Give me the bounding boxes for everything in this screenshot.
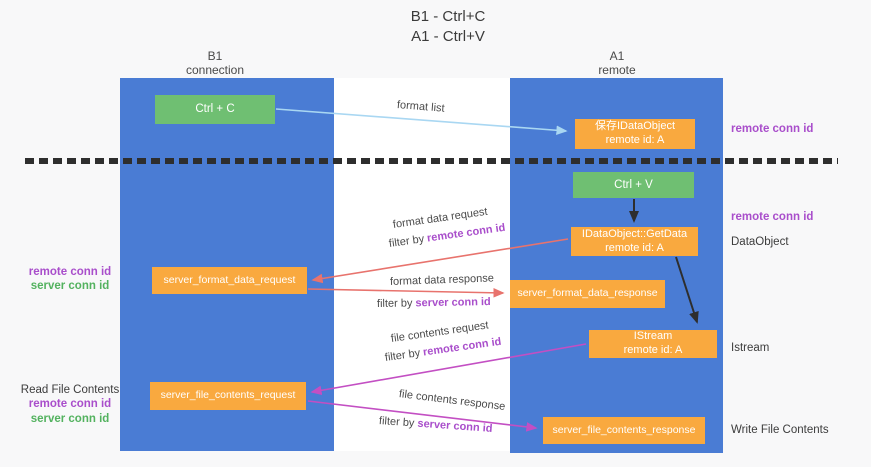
server-file-contents-request-label: server_file_contents_request — [160, 389, 296, 402]
save-idataobject-step: 保存IDataObject remote id: A — [575, 119, 695, 149]
title-line-1: B1 - Ctrl+C — [410, 8, 486, 25]
getdata-line2: remote id: A — [605, 241, 664, 254]
getdata-line1: IDataObject::GetData — [581, 227, 688, 240]
ctrl-c-step: Ctrl + C — [155, 95, 275, 124]
diagram-title: B1 - Ctrl+C A1 - Ctrl+V — [298, 7, 598, 48]
server-conn-id-text: server conn id — [415, 296, 491, 310]
format-data-response-filter-label: filter by server conn id — [377, 296, 491, 310]
save-idataobject-line1: 保存IDataObject — [594, 120, 676, 133]
column-b1-name: B1 — [207, 49, 223, 63]
server-file-contents-request-box: server_file_contents_request — [150, 382, 306, 410]
format-data-request-arrow — [311, 238, 569, 284]
remote-conn-id-annotation: remote conn id — [28, 266, 112, 278]
column-a1-subtitle: remote — [598, 62, 636, 77]
left-conn-id-group-bottom: Read File Contents remote conn id server… — [10, 383, 130, 426]
middle-band — [334, 78, 510, 451]
filter-by-text: filter by — [376, 297, 416, 310]
ctrl-v-label: Ctrl + V — [614, 178, 653, 191]
server-file-contents-response-label: server_file_contents_response — [552, 423, 696, 436]
ctrl-c-label: Ctrl + C — [195, 103, 235, 116]
istream-line1: IStream — [633, 330, 673, 343]
column-header-a1: A1 remote — [567, 49, 667, 78]
server-conn-id-annotation: server conn id — [30, 280, 110, 293]
server-conn-id-annotation: server conn id — [30, 412, 110, 425]
server-format-data-response-label: server_format_data_response — [517, 287, 658, 300]
file-contents-request-arrow — [310, 343, 587, 396]
remote-conn-id-annotation-top: remote conn id — [731, 123, 814, 135]
format-list-arrow — [275, 108, 568, 136]
istream-step: IStream remote id: A — [589, 330, 717, 358]
getdata-to-istream-arrow — [675, 256, 699, 324]
server-file-contents-response-box: server_file_contents_response — [543, 417, 705, 444]
server-format-data-request-label: server_format_data_request — [163, 273, 296, 286]
column-a1-name: A1 — [609, 49, 625, 63]
idataobject-getdata-step: IDataObject::GetData remote id: A — [571, 227, 698, 256]
dataobject-annotation: DataObject — [731, 236, 789, 248]
phase-divider-dashed-line — [25, 158, 838, 164]
save-idataobject-line2: remote id: A — [605, 134, 665, 146]
istream-annotation: Istream — [731, 342, 770, 354]
left-conn-id-group-top: remote conn id server conn id — [10, 265, 130, 294]
istream-line2: remote id: A — [623, 344, 683, 356]
ctrl-v-step: Ctrl + V — [573, 172, 694, 198]
format-data-response-arrow — [307, 288, 505, 298]
remote-conn-id-annotation-mid: remote conn id — [731, 211, 814, 223]
write-file-contents-annotation: Write File Contents — [731, 424, 829, 436]
column-header-b1: B1 connection — [165, 49, 265, 78]
server-format-data-response-box: server_format_data_response — [510, 280, 665, 308]
remote-conn-id-annotation: remote conn id — [28, 398, 112, 411]
server-format-data-request-box: server_format_data_request — [152, 267, 307, 294]
title-line-2: A1 - Ctrl+V — [411, 28, 485, 46]
file-contents-response-arrow — [307, 400, 538, 432]
column-b1-subtitle: connection — [185, 62, 245, 77]
read-file-contents-annotation: Read File Contents — [20, 384, 120, 396]
